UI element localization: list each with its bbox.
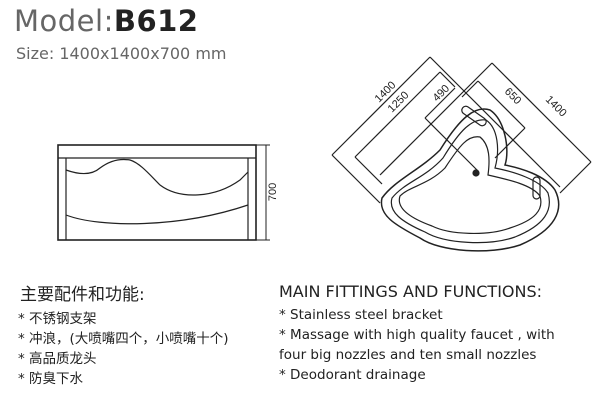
fittings-cn-item: * 防臭下水	[18, 371, 84, 387]
fittings-cn-item: * 不锈钢支架	[18, 311, 97, 327]
top-view: 1400 1250 490 650 1400	[331, 56, 592, 252]
size-text: Size: 1400x1400x700 mm	[16, 44, 227, 63]
dim-right-inner: 650	[502, 86, 523, 107]
dim-corner-depth: 490	[431, 83, 452, 104]
fittings-cn-heading: 主要配件和功能:	[20, 285, 145, 305]
dim-right-outer: 1400	[543, 94, 569, 120]
model-title: Model:B612	[14, 4, 198, 38]
fittings-en-heading: MAIN FITTINGS AND FUNCTIONS:	[279, 282, 543, 301]
model-value: B612	[113, 4, 199, 38]
fittings-en-item: four big nozzles and ten small nozzles	[279, 347, 537, 363]
fittings-en-item: * Massage with high quality faucet , wit…	[279, 327, 555, 343]
dim-height: 700	[267, 183, 279, 201]
fittings-cn-item: * 高品质龙头	[18, 351, 97, 367]
side-view: 700	[57, 144, 279, 241]
fittings-en-item: * Deodorant drainage	[279, 367, 426, 383]
fittings-en-item: * Stainless steel bracket	[279, 307, 443, 323]
model-label: Model:	[14, 4, 114, 38]
fittings-cn-item: * 冲浪，(大喷嘴四个，小喷嘴十个)	[18, 331, 229, 347]
